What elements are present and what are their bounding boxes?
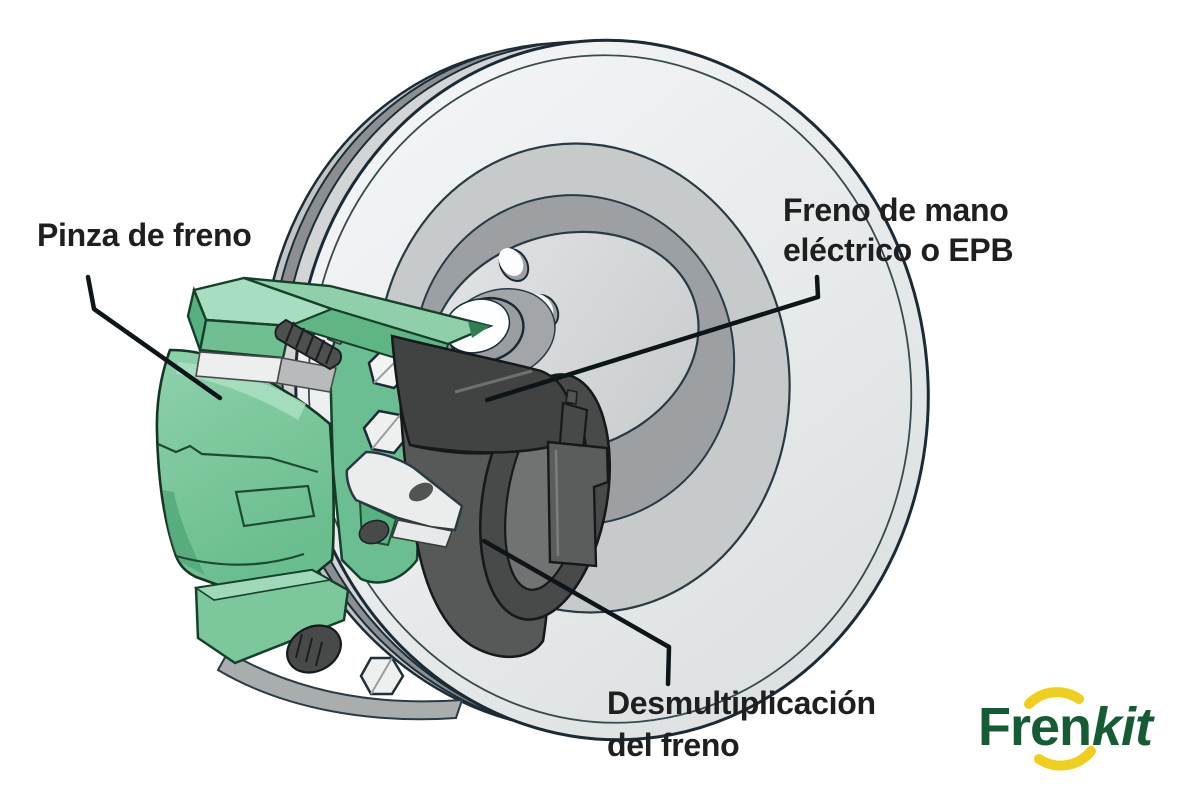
brake-pad-plate bbox=[276, 357, 337, 393]
label-brake-caliper-text: Pinza de freno bbox=[37, 217, 252, 253]
caliper-body-shadow bbox=[163, 490, 205, 575]
epb-motor-unit bbox=[390, 334, 612, 659]
leader-line-epb bbox=[484, 274, 821, 403]
logo-text-fren: Fren bbox=[978, 697, 1091, 757]
caliper-foot bbox=[193, 568, 350, 665]
label-reduction-line1: Desmultiplicación bbox=[607, 685, 876, 721]
caliper-panel-rect bbox=[234, 484, 316, 528]
caliper-bolt bbox=[362, 409, 410, 455]
leader-line-reduction bbox=[481, 538, 672, 687]
caliper-panel-line bbox=[157, 442, 319, 474]
caliper-panel-line bbox=[175, 552, 305, 566]
bolt-hole bbox=[498, 248, 530, 282]
guide-pin-boot bbox=[274, 318, 342, 371]
label-epb-line1: Freno de mano bbox=[783, 192, 1009, 228]
bracket-plate bbox=[345, 450, 464, 532]
label-electric-parking-brake: Freno de mano eléctrico o EPB bbox=[783, 190, 1014, 270]
logo-swoosh-icon bbox=[1024, 687, 1096, 771]
logo-arc-top bbox=[1024, 687, 1084, 709]
bracket-strip bbox=[390, 519, 454, 548]
bracket-hole bbox=[408, 482, 434, 502]
label-brake-reduction: Desmultiplicación del freno bbox=[607, 682, 876, 766]
motor-connector bbox=[546, 389, 610, 568]
logo-text-kit: kit bbox=[1092, 697, 1155, 757]
frenkit-logo: Fren kit bbox=[978, 687, 1156, 771]
label-epb-line2: eléctrico o EPB bbox=[783, 232, 1014, 268]
disc-lower-band bbox=[216, 650, 464, 721]
leader-line-caliper bbox=[85, 274, 223, 401]
motor-cylinder-highlight bbox=[454, 369, 533, 394]
lower-pin-boot bbox=[286, 624, 342, 674]
logo-arc-bottom bbox=[1034, 746, 1096, 771]
caliper-bolt bbox=[359, 656, 405, 696]
leader-lines bbox=[85, 274, 821, 687]
caliper-mount-bracket bbox=[345, 450, 464, 548]
label-brake-caliper: Pinza de freno bbox=[37, 215, 252, 255]
label-reduction-line2: del freno bbox=[607, 727, 740, 763]
